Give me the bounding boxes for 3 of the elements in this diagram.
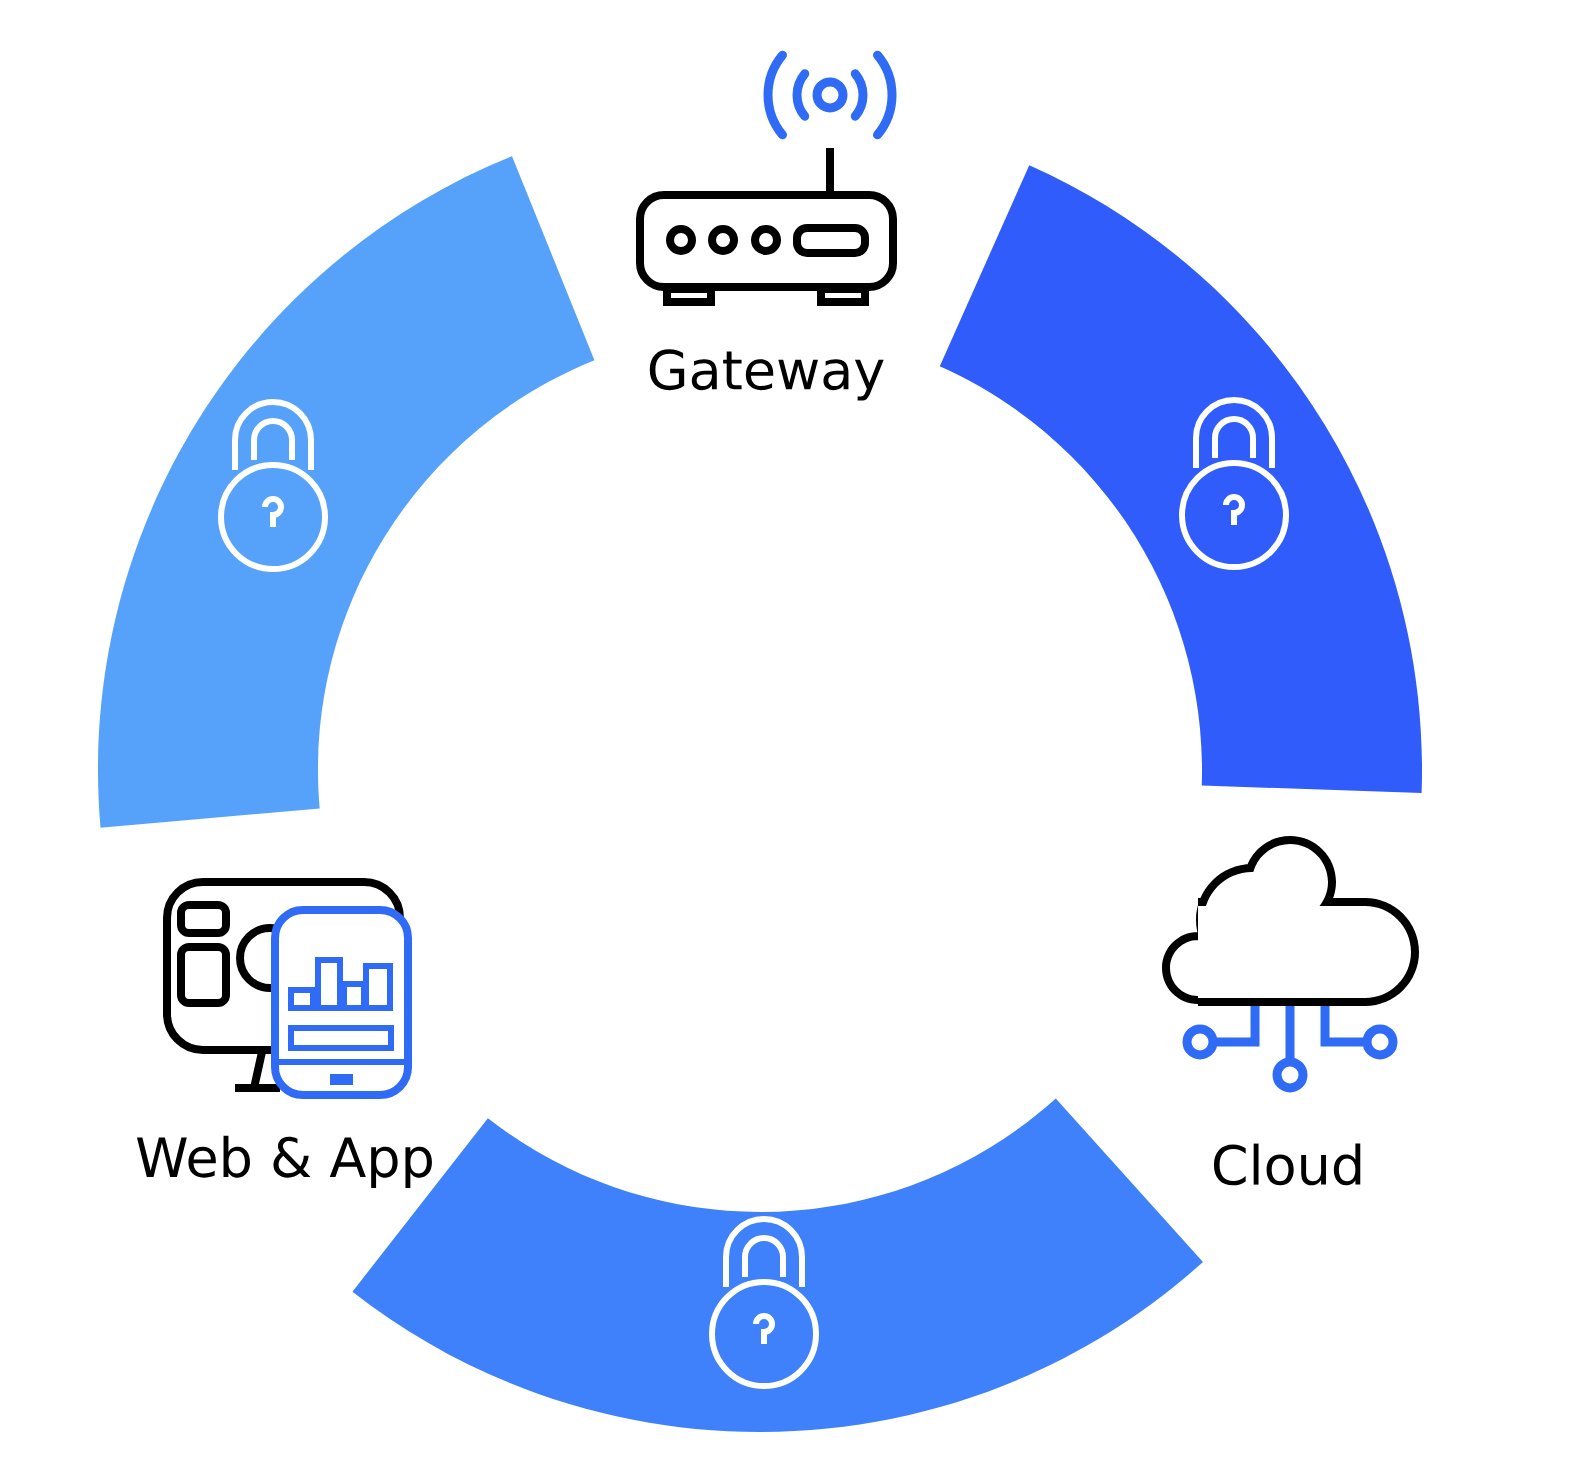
icon-label: Gateway: [649, 349, 884, 401]
icon-label: Web & App: [136, 1135, 432, 1189]
icon-label: Cloud: [1213, 1143, 1361, 1186]
